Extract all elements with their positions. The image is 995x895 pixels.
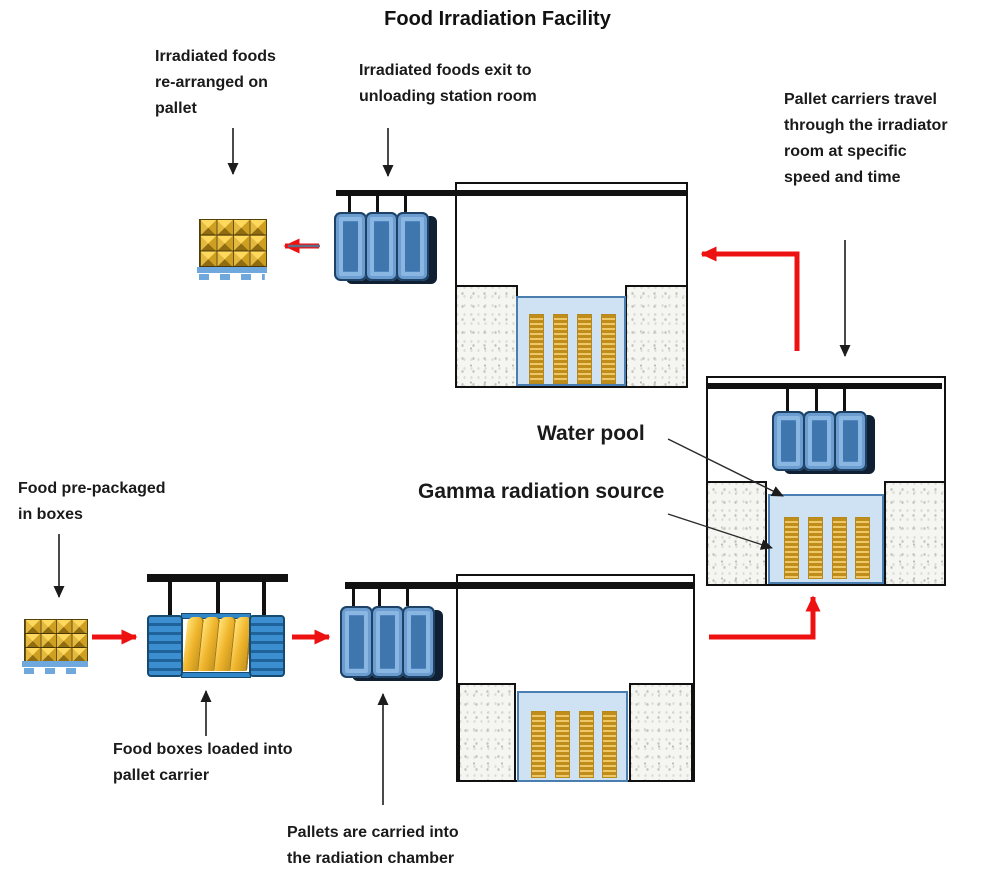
pallet-carrier — [803, 411, 836, 471]
diagram-title: Food Irradiation Facility — [384, 8, 611, 30]
carrier-hanger-post — [262, 582, 266, 616]
gamma-source-rack — [855, 517, 870, 579]
pallet-carrier — [365, 212, 398, 281]
carriers-in-irradiator — [772, 411, 875, 474]
gamma-source-rack — [784, 517, 799, 579]
entering-pallet-carriers — [340, 606, 443, 681]
unloading-conveyor-rail — [336, 190, 686, 196]
entry-conveyor-rail — [345, 582, 695, 589]
carrier-hanger-post — [168, 582, 172, 616]
label-gamma-source: Gamma radiation source — [418, 480, 665, 503]
label-water-pool: Water pool — [537, 422, 645, 445]
gamma-source-rack — [601, 314, 616, 384]
carrier-hanger-post — [216, 582, 220, 616]
irradiator-conveyor-rail — [708, 383, 942, 389]
carrier-hanger-post — [843, 389, 846, 411]
carrier-hanger-post — [348, 196, 351, 213]
pallet-carrier — [340, 606, 373, 678]
gamma-source-rack — [579, 711, 594, 778]
concrete-shield-block — [706, 481, 767, 586]
gamma-source-rack — [832, 517, 847, 579]
carrier-door-right — [249, 615, 285, 677]
concrete-shield-block — [884, 481, 946, 586]
pallet-carrier — [402, 606, 435, 678]
loading-station-rail — [147, 574, 288, 582]
pallet-carrier — [334, 212, 367, 281]
label-carriers-travel: Pallet carriers travel through the irrad… — [784, 91, 948, 186]
pallet-base — [197, 267, 267, 280]
pallet-base — [22, 661, 88, 674]
pallet-carrier — [371, 606, 404, 678]
gamma-source-rack — [602, 711, 617, 778]
gamma-source-rack — [555, 711, 570, 778]
carrier-hanger-post — [376, 196, 379, 213]
flow-arrow-to-unloading — [700, 246, 800, 351]
gamma-source-rack — [577, 314, 592, 384]
gamma-source-rack — [553, 314, 568, 384]
carrier-hanger-post — [378, 589, 381, 606]
gamma-source-rack — [529, 314, 544, 384]
carrier-hanger-post — [352, 589, 355, 606]
label-loaded-into-carrier: Food boxes loaded into pallet carrier — [113, 741, 293, 784]
carrier-hanger-post — [406, 589, 409, 606]
label-prepackaged: Food pre-packaged in boxes — [18, 480, 166, 523]
gamma-source-rack — [808, 517, 823, 579]
carrier-door-left — [147, 615, 183, 677]
carrier-hanger-post — [404, 196, 407, 213]
carrier-hanger-post — [786, 389, 789, 411]
concrete-shield-block — [625, 285, 688, 388]
pallet-carrier — [772, 411, 805, 471]
irradiated-food-pallet-boxes — [199, 219, 267, 268]
pallet-carrier — [834, 411, 867, 471]
concrete-shield-block — [455, 285, 518, 388]
flow-arrow-into-irradiator — [709, 595, 821, 640]
concrete-shield-block — [629, 683, 693, 782]
label-rearranged-pallet: Irradiated foods re-arranged on pallet — [155, 48, 276, 117]
pallet-carrier — [396, 212, 429, 281]
label-carried-into-chamber: Pallets are carried into the radiation c… — [287, 824, 459, 867]
prepackaged-food-pallet-boxes — [24, 619, 88, 663]
carrier-hanger-post — [815, 389, 818, 411]
exiting-pallet-carriers — [334, 212, 437, 284]
concrete-shield-block — [458, 683, 516, 782]
carrier-frame-bottom — [181, 672, 251, 678]
gamma-source-rack — [531, 711, 546, 778]
label-exit-unloading: Irradiated foods exit to unloading stati… — [359, 62, 537, 105]
